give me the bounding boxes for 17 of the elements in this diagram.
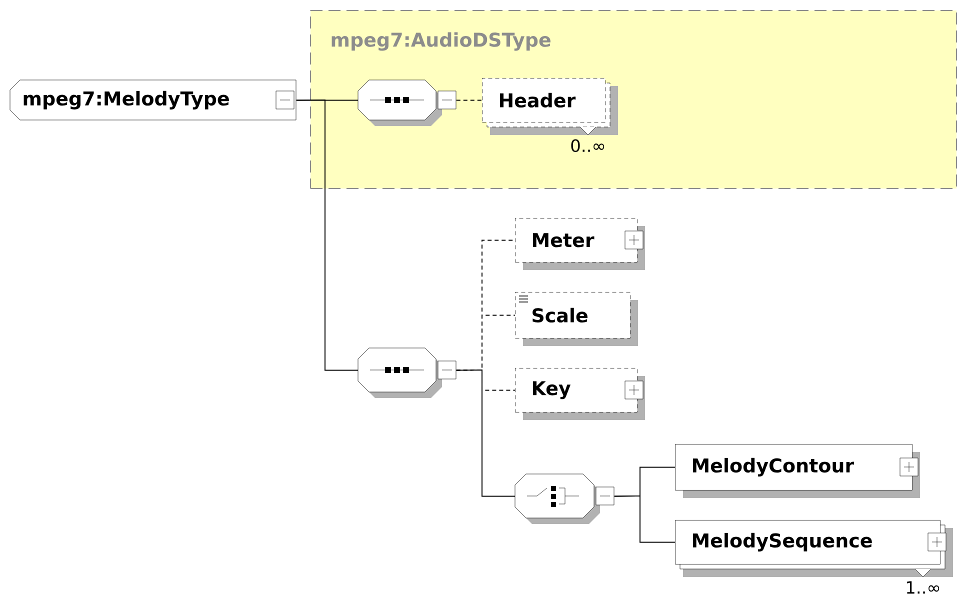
element-box: MelodySequence	[675, 520, 953, 578]
element-box: Meter	[515, 218, 645, 270]
connector-line	[614, 496, 676, 543]
element-box: Key	[515, 368, 645, 420]
compositor-octagon	[358, 80, 456, 126]
band-heading: mpeg7:AudioDSType	[332, 32, 550, 51]
cardinality-label: 1..∞	[906, 581, 940, 594]
element-box: Header	[482, 78, 618, 136]
compositor-octagon	[358, 348, 456, 398]
element-box: Scale	[515, 292, 638, 346]
connector-line	[456, 370, 516, 497]
connector-line	[296, 100, 358, 371]
connector-line	[456, 100, 482, 101]
type-box: mpeg7:MelodyType	[10, 80, 296, 120]
compositor-octagon	[514, 474, 614, 524]
element-box: MelodyContour	[675, 444, 920, 498]
cardinality-label: 0..∞	[571, 139, 604, 152]
